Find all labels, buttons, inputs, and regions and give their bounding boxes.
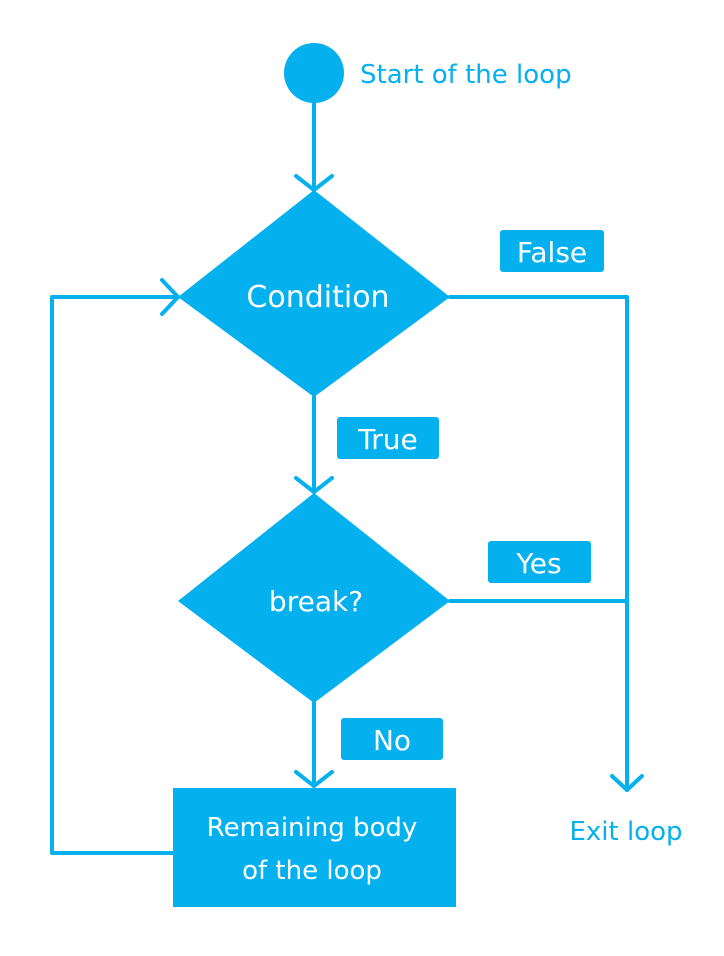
break-label: break? [269,585,363,618]
condition-label: Condition [246,280,389,315]
no-badge [341,718,443,760]
start-label: Start of the loop [360,60,572,90]
true-label: True [357,423,417,456]
body-label-line1: Remaining body [207,813,418,843]
condition-node [178,190,450,397]
false-label: False [517,236,587,269]
remaining-body-node [173,788,456,907]
body-label-line2: of the loop [242,856,382,886]
arrowhead-icon [294,770,334,788]
yes-label: Yes [515,547,561,580]
arrowhead-icon [294,476,334,494]
no-label: No [373,724,411,757]
loop-back-edge [50,295,180,855]
true-badge [337,417,439,459]
start-node [284,43,344,103]
arrowhead-icon [610,774,644,792]
exit-label: Exit loop [569,817,682,847]
break-node [178,493,450,703]
false-badge [500,230,604,272]
false-edge [448,295,629,792]
yes-badge [488,541,591,583]
